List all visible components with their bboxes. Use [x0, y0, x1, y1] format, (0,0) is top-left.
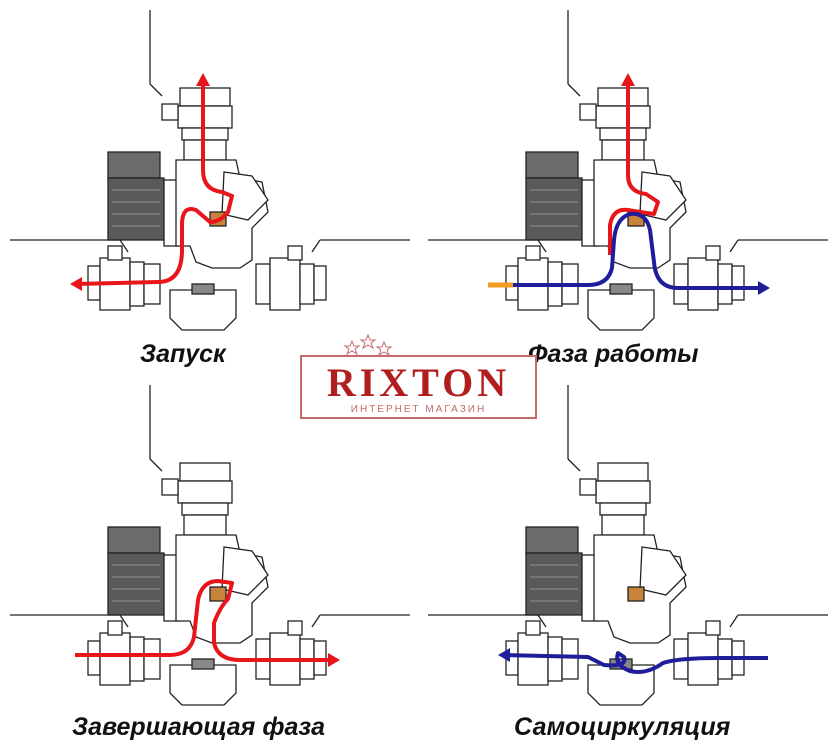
arrow-head-left: [70, 277, 82, 291]
hot-flow-arrow: [74, 80, 234, 286]
panel-final: Завершающая фаза: [0, 375, 418, 750]
panel-operation: Фаза работы: [418, 0, 836, 375]
arrow-head-right: [328, 653, 340, 667]
panel-selfcirc: Самоциркуляция: [418, 375, 836, 750]
valve-diagram: [428, 385, 828, 706]
flow-overlay: [498, 648, 768, 674]
rixton-logo: RIXTON ИНТЕРНЕТ МАГАЗИН: [300, 333, 537, 419]
arrow-head-up: [196, 73, 210, 86]
flow-overlay: [75, 579, 340, 667]
caption-final: Завершающая фаза: [72, 713, 326, 741]
logo-wordmark: RIXTON: [326, 360, 511, 405]
logo-subtitle: ИНТЕРНЕТ МАГАЗИН: [350, 404, 487, 415]
arrow-head-up: [621, 73, 635, 86]
panel-startup: Запуск: [0, 0, 418, 375]
arrow-head-left: [758, 281, 770, 295]
arrow-head-left: [498, 648, 510, 662]
hot-flow-arrow: [75, 579, 335, 662]
logo-frame: [300, 355, 537, 419]
valve-diagram: [10, 385, 410, 706]
hot-flow-arrow: [608, 80, 660, 255]
flow-overlay: [488, 73, 770, 295]
flow-overlay: [70, 73, 234, 291]
caption-selfcirc: Самоциркуляция: [514, 713, 731, 741]
caption-operation: Фаза работы: [528, 340, 699, 368]
cold-flow-arrow: [502, 651, 768, 674]
star-icon: [343, 333, 393, 357]
cold-flow-arrow: [513, 211, 763, 290]
caption-startup: Запуск: [140, 340, 226, 368]
